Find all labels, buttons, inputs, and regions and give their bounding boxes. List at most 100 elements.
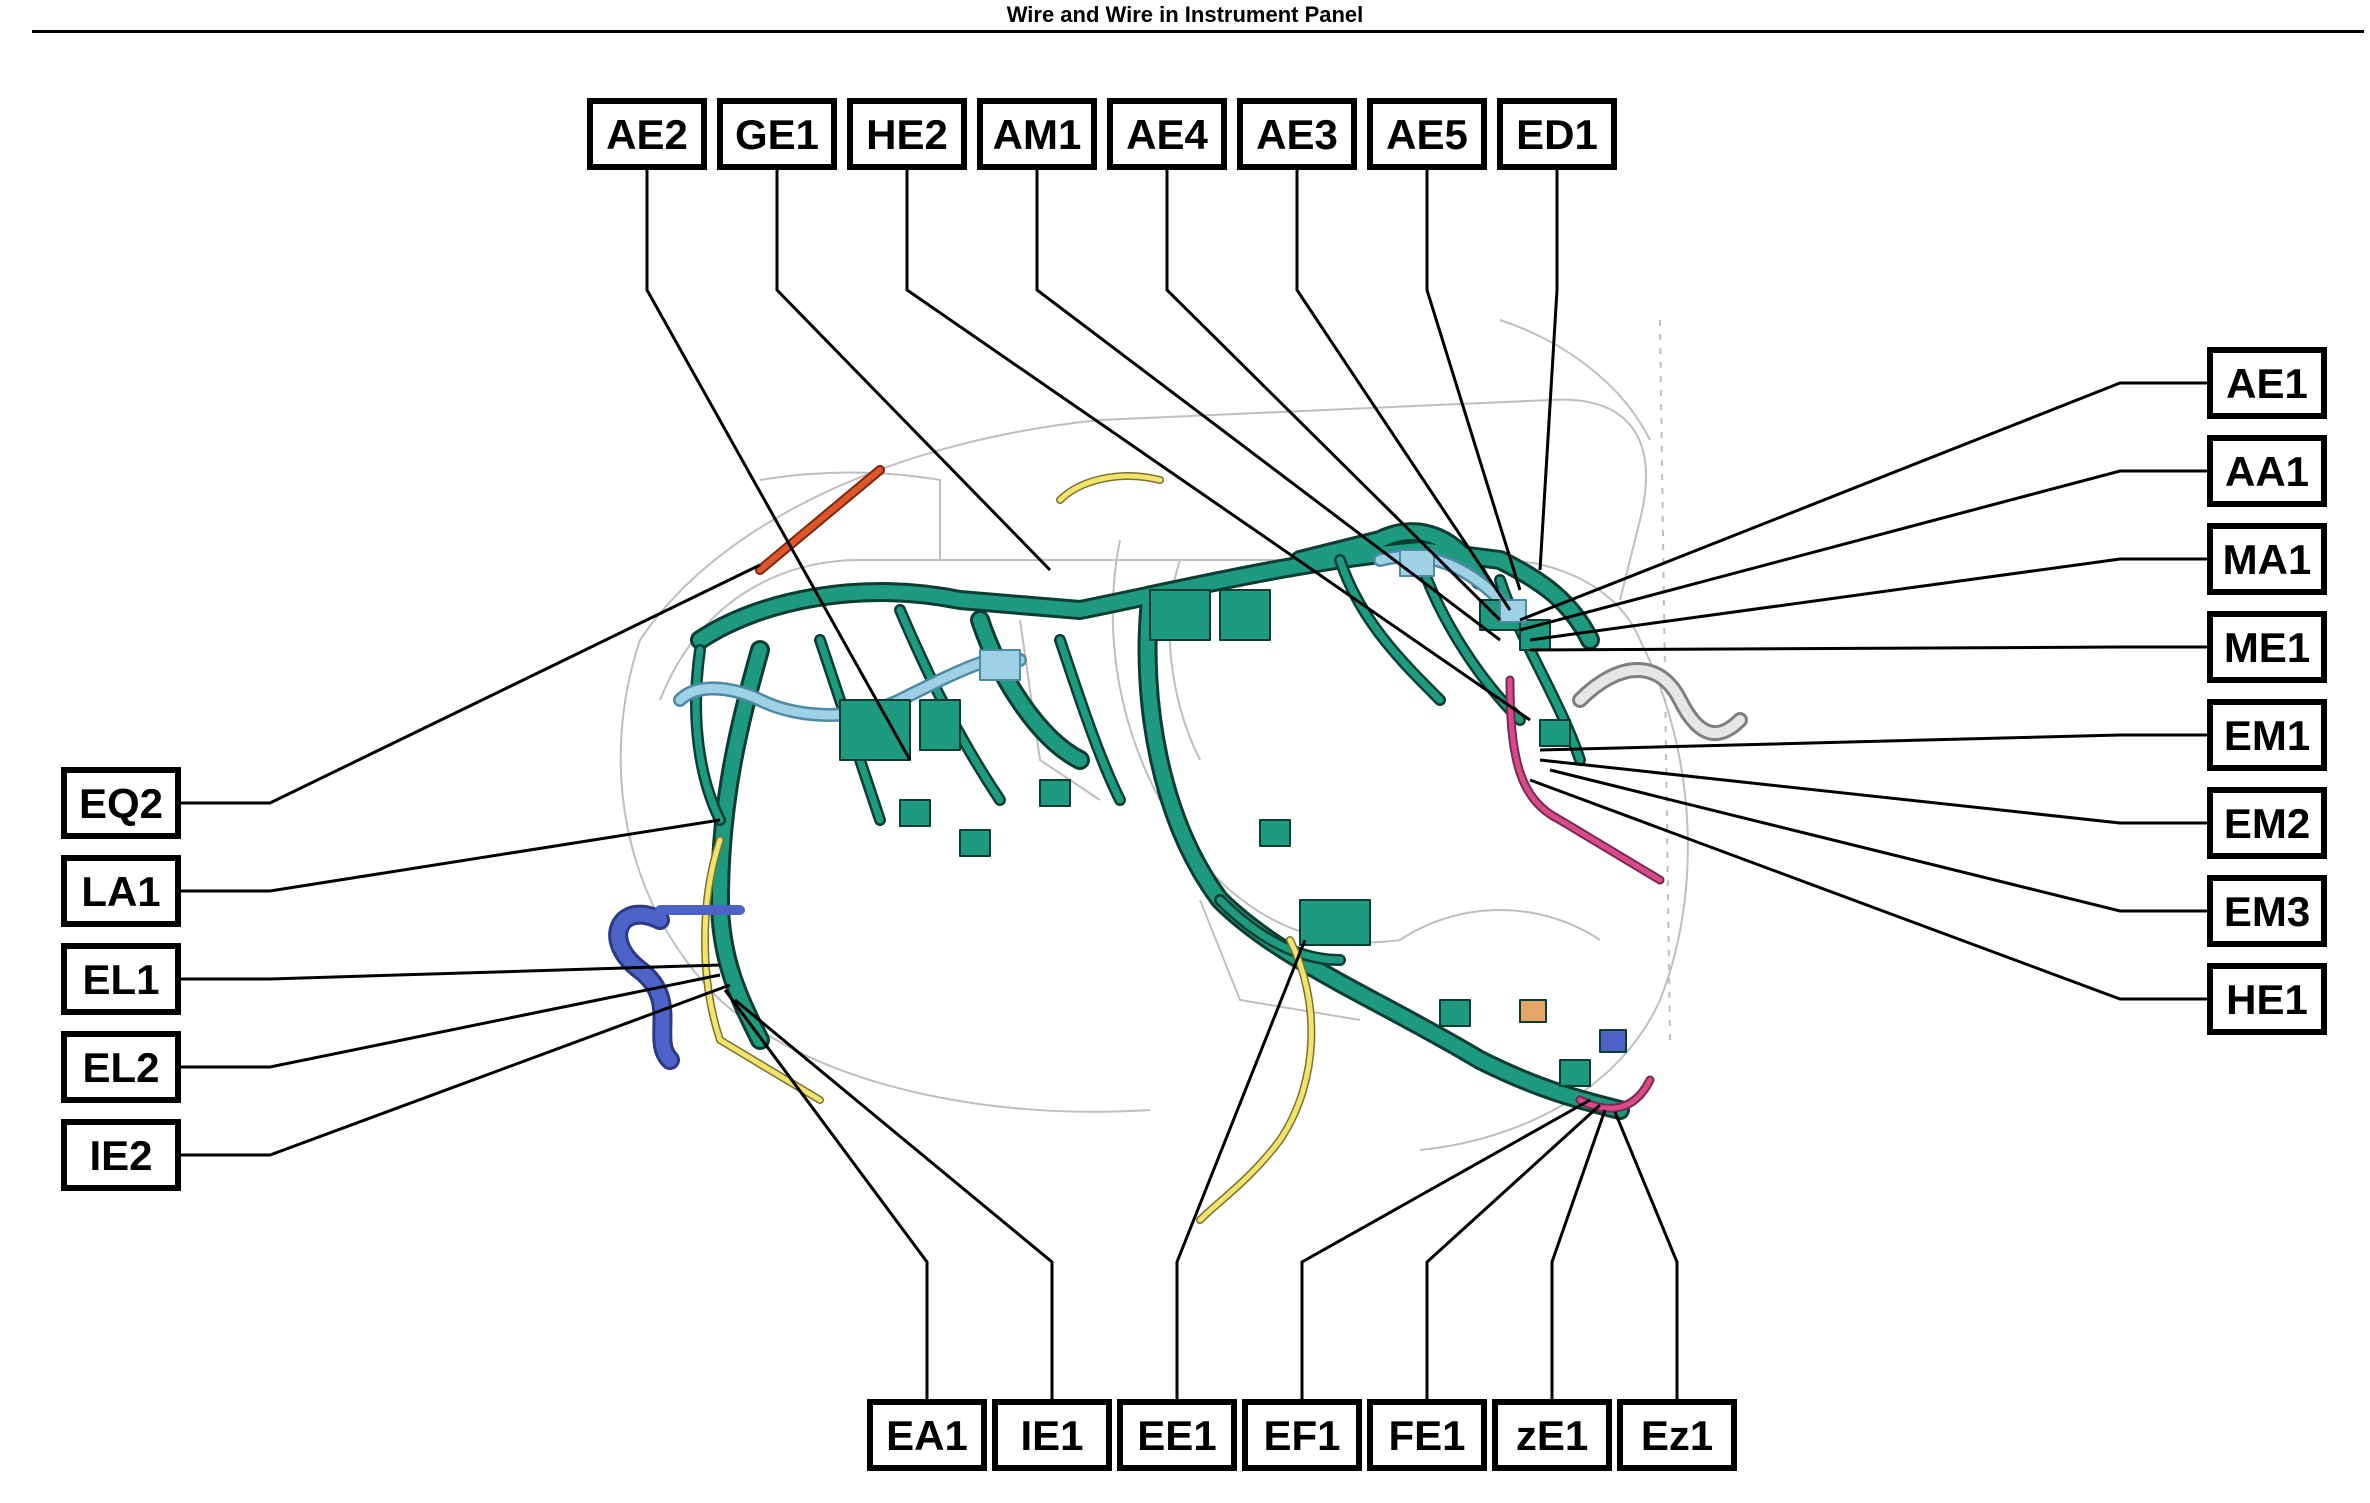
connector-label-ze1: zE1 — [1492, 1399, 1612, 1471]
label-box — [847, 98, 967, 170]
leader-line-ae5 — [1425, 167, 1522, 591]
label-text: IE2 — [89, 1132, 152, 1179]
label-box — [61, 1119, 181, 1191]
label-text: zE1 — [1516, 1412, 1588, 1459]
label-box — [717, 98, 837, 170]
label-text: AM1 — [993, 111, 1082, 158]
connector-label-ez1: Ez1 — [1617, 1399, 1737, 1471]
title-rule — [32, 30, 2364, 33]
connector-label-he2: HE2 — [847, 98, 967, 170]
label-box — [2207, 523, 2327, 595]
label-box — [61, 943, 181, 1015]
label-text: AE1 — [2226, 360, 2308, 407]
leader-line-ae2 — [645, 167, 912, 761]
label-box — [1107, 98, 1227, 170]
label-box — [1117, 1399, 1237, 1471]
label-box — [61, 1031, 181, 1103]
page-title: Wire and Wire in Instrument Panel — [1006, 2, 1364, 27]
leader-line-he1 — [1529, 778, 2210, 1001]
label-text: EF1 — [1263, 1412, 1340, 1459]
leader-line-he2 — [905, 167, 1531, 722]
leader-line-me1 — [1529, 645, 2210, 652]
label-text: Ez1 — [1641, 1412, 1713, 1459]
connector-label-ae5: AE5 — [1367, 98, 1487, 170]
connector-label-la1: LA1 — [61, 855, 181, 927]
connector-label-eq2: EQ2 — [61, 767, 181, 839]
leader-line-em1 — [1539, 733, 2210, 752]
label-text: EM3 — [2224, 888, 2310, 935]
leader-line-ma1 — [1529, 557, 2210, 642]
label-text: EL2 — [82, 1044, 159, 1091]
connector-label-ef1: EF1 — [1242, 1399, 1362, 1471]
label-box — [1242, 1399, 1362, 1471]
label-text: ME1 — [2224, 624, 2310, 671]
label-box — [977, 98, 1097, 170]
label-box — [1617, 1399, 1737, 1471]
connector-label-fe1: FE1 — [1367, 1399, 1487, 1471]
leader-line-ef1 — [1300, 1098, 1591, 1402]
label-text: LA1 — [81, 868, 160, 915]
connector-label-am1: AM1 — [977, 98, 1097, 170]
leader-line-ge1 — [775, 167, 1052, 572]
connector-label-ae1: AE1 — [2207, 347, 2327, 419]
label-text: EQ2 — [79, 780, 163, 827]
leader-line-el1 — [178, 963, 721, 981]
leader-line-ae4 — [1165, 167, 1502, 622]
label-box — [2207, 875, 2327, 947]
label-box — [2207, 435, 2327, 507]
leader-line-el2 — [178, 973, 721, 1069]
wire-harness — [608, 465, 1748, 1224]
connector-label-ee1: EE1 — [1117, 1399, 1237, 1471]
connector-label-ma1: MA1 — [2207, 523, 2327, 595]
label-box — [2207, 963, 2327, 1035]
label-box — [61, 767, 181, 839]
connector-label-em1: EM1 — [2207, 699, 2327, 771]
leader-line-am1 — [1035, 167, 1501, 642]
label-box — [992, 1399, 1112, 1471]
label-text: HE2 — [866, 111, 948, 158]
connector-label-el2: EL2 — [61, 1031, 181, 1103]
leader-line-la1 — [178, 818, 721, 893]
leader-line-ie2 — [178, 983, 731, 1157]
connector-label-ie2: IE2 — [61, 1119, 181, 1191]
label-text: FE1 — [1388, 1412, 1465, 1459]
connector-label-he1: HE1 — [2207, 963, 2327, 1035]
leader-line-eq2 — [178, 563, 761, 805]
connector-label-el1: EL1 — [61, 943, 181, 1015]
connector-label-ed1: ED1 — [1497, 98, 1617, 170]
label-text: GE1 — [735, 111, 819, 158]
label-text: AE2 — [606, 111, 688, 158]
connector-label-em3: EM3 — [2207, 875, 2327, 947]
leader-line-em2 — [1539, 758, 2210, 825]
label-box — [2207, 347, 2327, 419]
leader-line-ed1 — [1538, 167, 1559, 571]
label-box — [2207, 787, 2327, 859]
label-box — [2207, 611, 2327, 683]
connector-label-ea1: EA1 — [867, 1399, 987, 1471]
label-text: MA1 — [2223, 536, 2312, 583]
connector-label-ae3: AE3 — [1237, 98, 1357, 170]
label-box — [587, 98, 707, 170]
leader-lines — [178, 167, 2210, 1402]
label-box — [867, 1399, 987, 1471]
connector-label-ge1: GE1 — [717, 98, 837, 170]
leader-line-fe1 — [1425, 1103, 1602, 1402]
label-box — [61, 855, 181, 927]
label-box — [1367, 98, 1487, 170]
leader-line-ea1 — [723, 989, 929, 1402]
connector-label-em2: EM2 — [2207, 787, 2327, 859]
leader-line-ez1 — [1613, 1111, 1679, 1402]
label-text: EA1 — [886, 1412, 968, 1459]
label-text: AE5 — [1386, 111, 1468, 158]
label-text: EE1 — [1137, 1412, 1216, 1459]
connector-label-ae2: AE2 — [587, 98, 707, 170]
leader-line-ae3 — [1295, 167, 1512, 611]
leader-line-ze1 — [1550, 1109, 1607, 1402]
leader-line-ie1 — [734, 998, 1054, 1402]
label-text: AE4 — [1126, 111, 1208, 158]
leader-line-ee1 — [1175, 939, 1307, 1402]
connector-label-ie1: IE1 — [992, 1399, 1112, 1471]
